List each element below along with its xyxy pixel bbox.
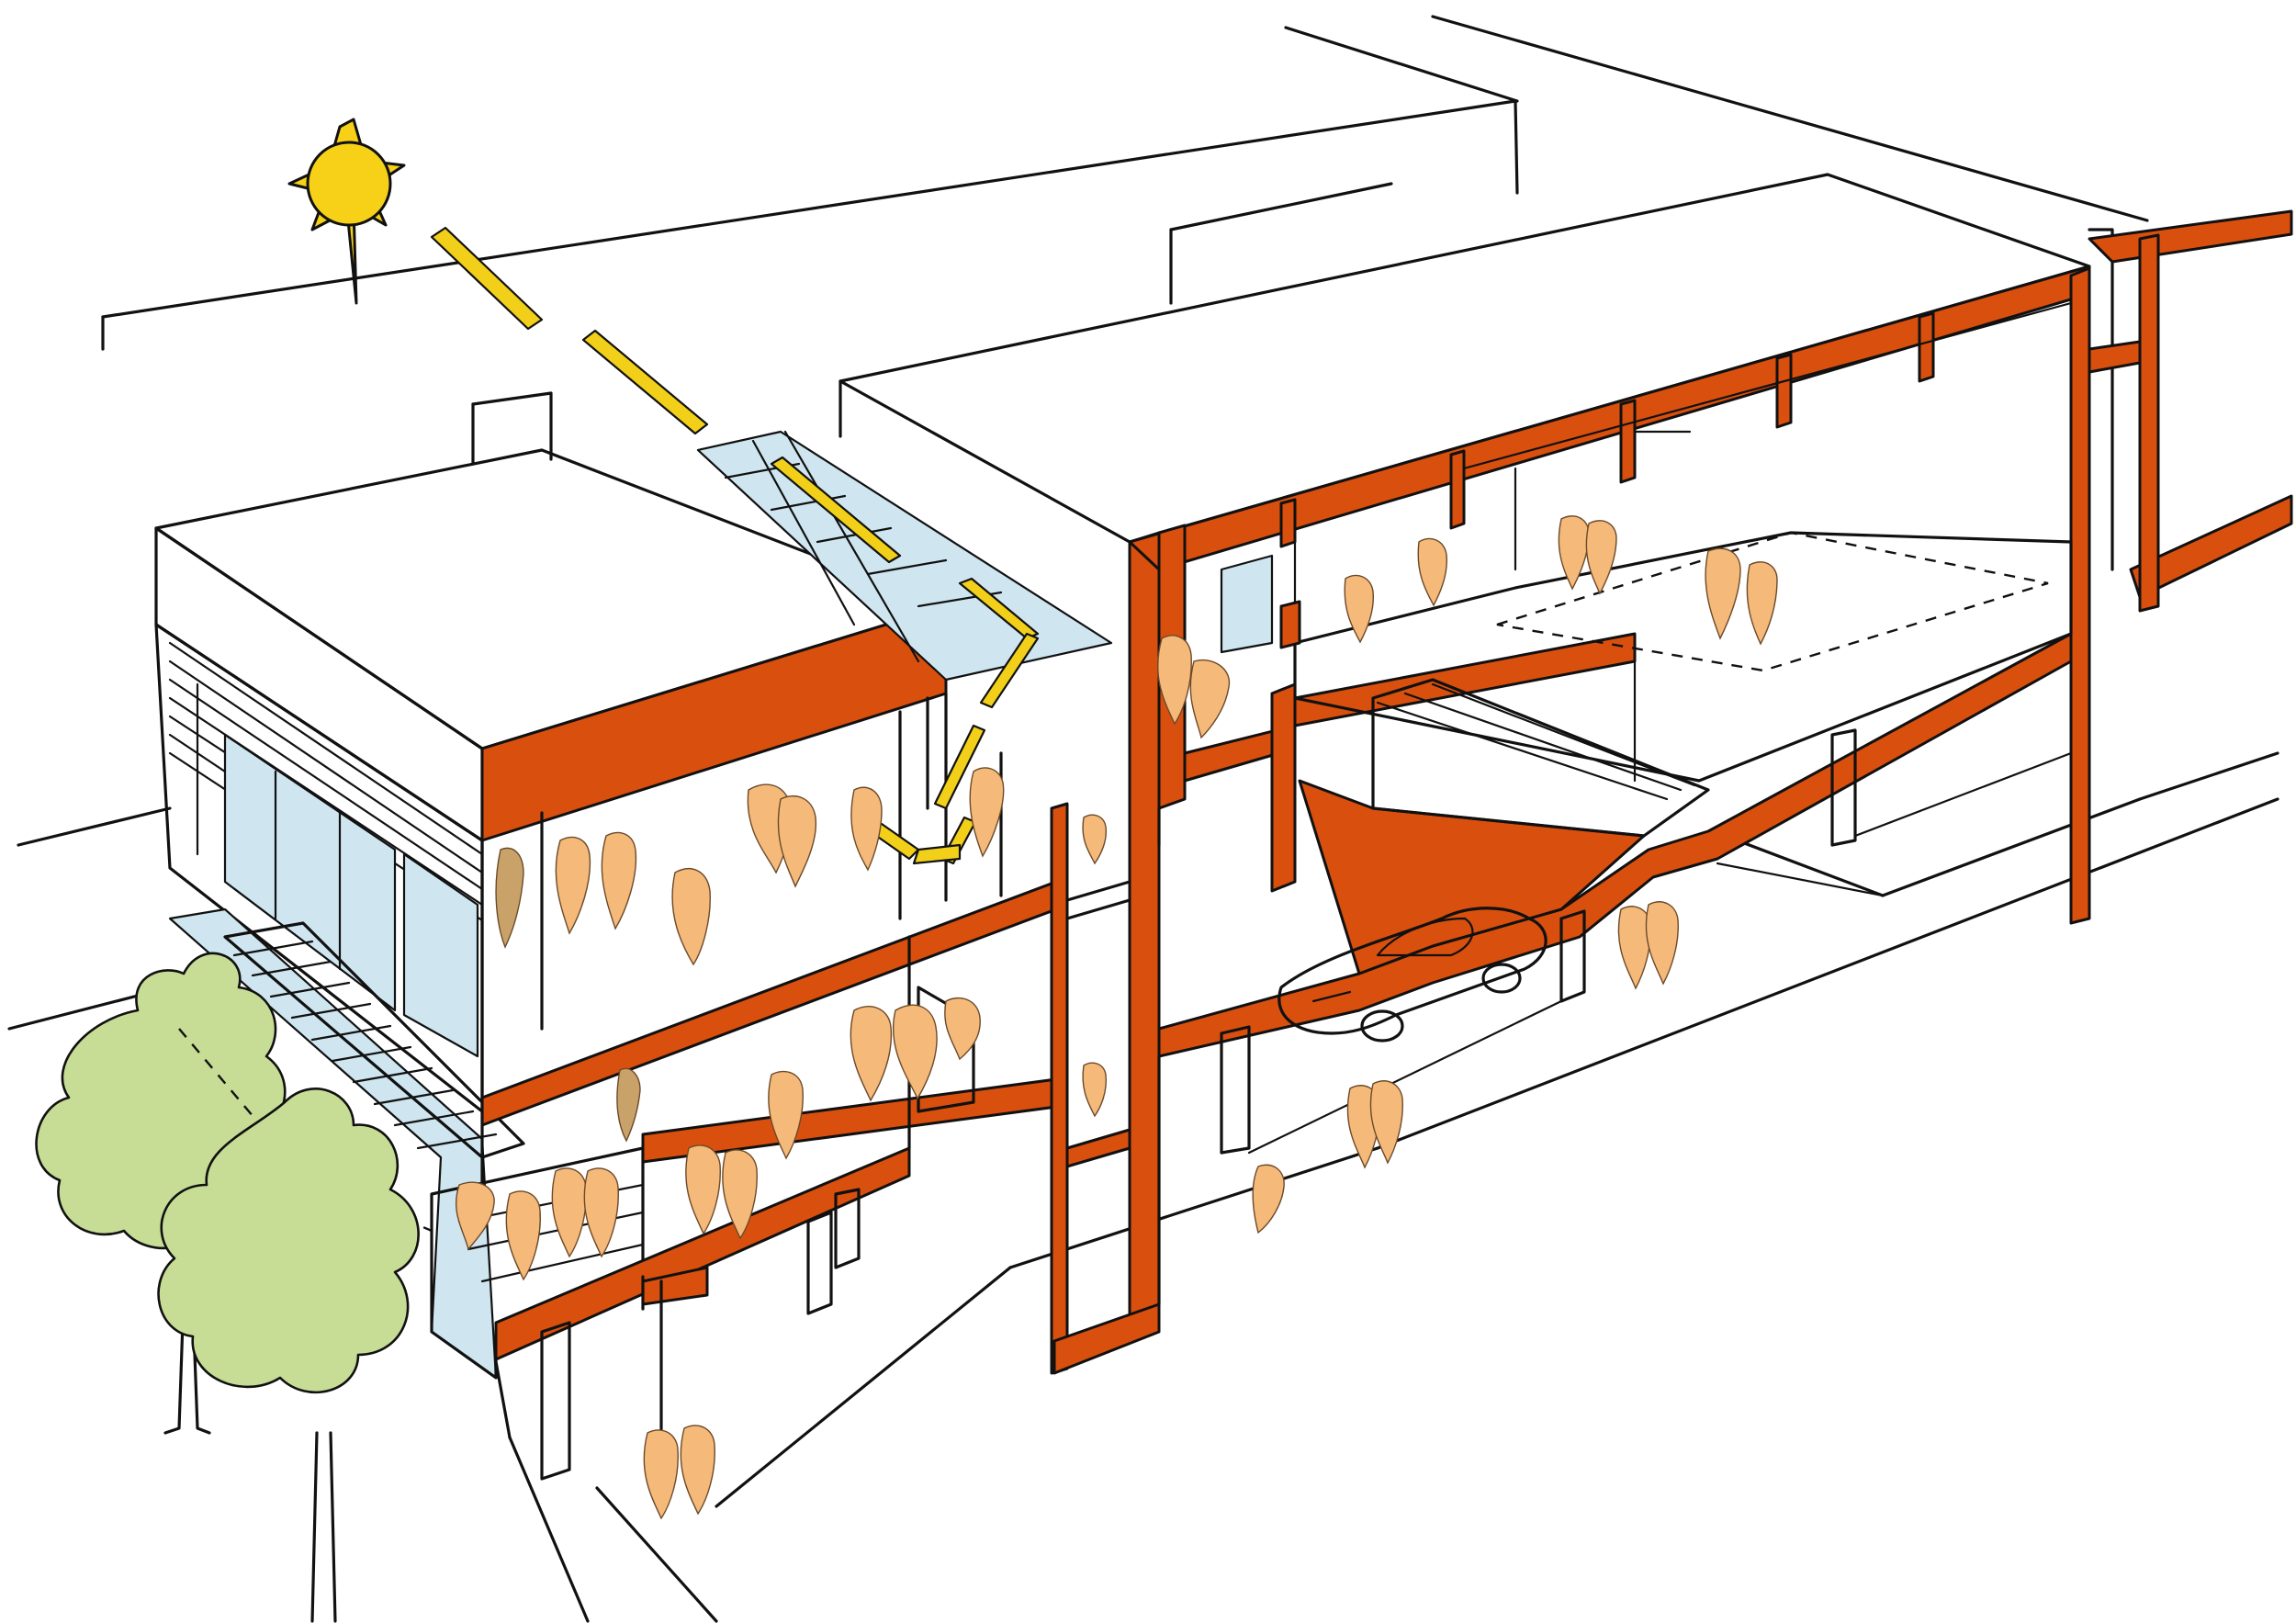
person-shadow (616, 1067, 641, 1143)
person-figure (455, 1181, 495, 1251)
person-figure (1585, 520, 1617, 595)
exterior-stair (223, 921, 525, 1159)
skylight (696, 430, 1113, 682)
person-figure (1082, 814, 1108, 865)
person-figure (1746, 561, 1778, 646)
left-building (154, 391, 948, 1380)
person-figure (505, 1190, 541, 1281)
person-figure (1369, 1080, 1403, 1165)
person-figure (555, 836, 591, 935)
context-lines (7, 15, 2279, 1623)
person-figure (850, 1006, 893, 1102)
person-figure (944, 997, 981, 1061)
person-figure (643, 1429, 679, 1520)
person-figure (777, 795, 817, 888)
person-figure (722, 1149, 758, 1240)
person-figure (1157, 635, 1192, 726)
person-figure (685, 1144, 721, 1235)
person-figure (1617, 906, 1651, 990)
person-figure (551, 1167, 587, 1258)
person-figure (671, 868, 711, 966)
person-figure (1645, 901, 1679, 986)
car-icon (1277, 907, 1548, 1043)
sun-icon (287, 118, 406, 305)
person-figure (969, 767, 1005, 858)
person-figure (1252, 1164, 1285, 1234)
right-building (838, 173, 2293, 1306)
person-figure (850, 786, 883, 872)
person-figure (1558, 515, 1590, 591)
people (455, 515, 1778, 1520)
tree-icon (157, 1088, 420, 1623)
person-figure (768, 1070, 804, 1160)
person-figure (1344, 574, 1375, 644)
person-shadow (495, 847, 524, 949)
person-figure (1417, 537, 1448, 607)
stair-core (1050, 531, 1161, 1375)
person-figure (892, 1004, 938, 1100)
person-figure (1705, 547, 1741, 640)
person-figure (601, 831, 637, 930)
sunlight-rays (430, 226, 1040, 865)
person-figure (583, 1167, 619, 1258)
person-figure (1189, 659, 1231, 739)
person-figure (1082, 1062, 1108, 1118)
person-figure (680, 1425, 715, 1516)
